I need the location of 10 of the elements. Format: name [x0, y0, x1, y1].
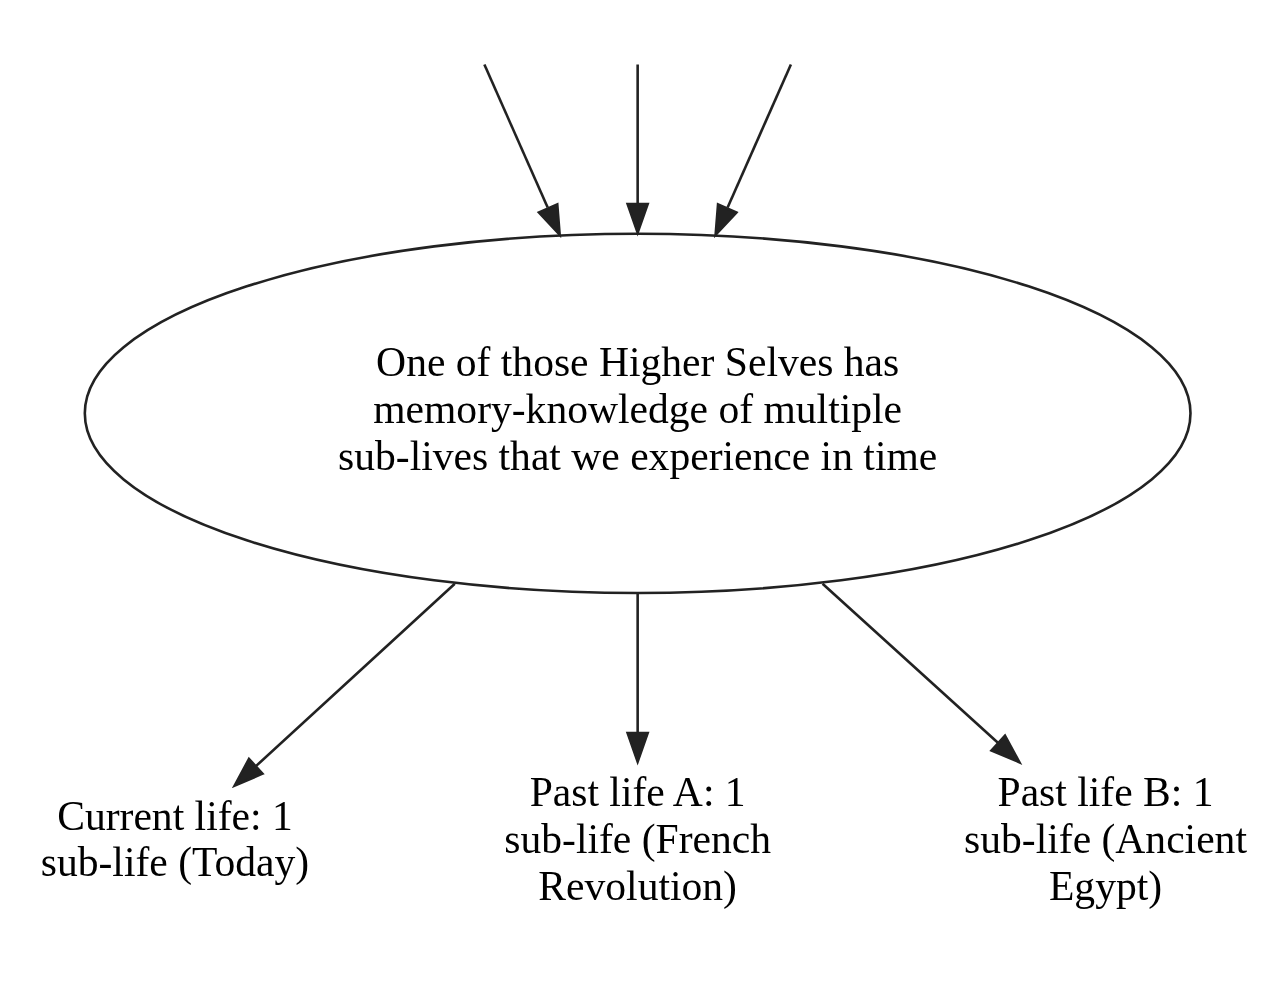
- node-text: Past life B: 1 sub-life (Ancient Egypt): [964, 768, 1247, 909]
- node-text: Past life A: 1 sub-life (French Revolution): [504, 768, 772, 909]
- arrow: [483, 63, 562, 238]
- arrow: [714, 63, 793, 238]
- node-text: Current life: 1 sub-life (Today): [40, 792, 310, 885]
- arrow: [231, 582, 456, 788]
- node-ellipse: One of those Higher Selves has memory-knowledge of multiple sub-lives that we experience in time: [83, 231, 1192, 594]
- arrow: [625, 593, 650, 766]
- arrow: [821, 582, 1023, 765]
- arrow: [625, 64, 650, 236]
